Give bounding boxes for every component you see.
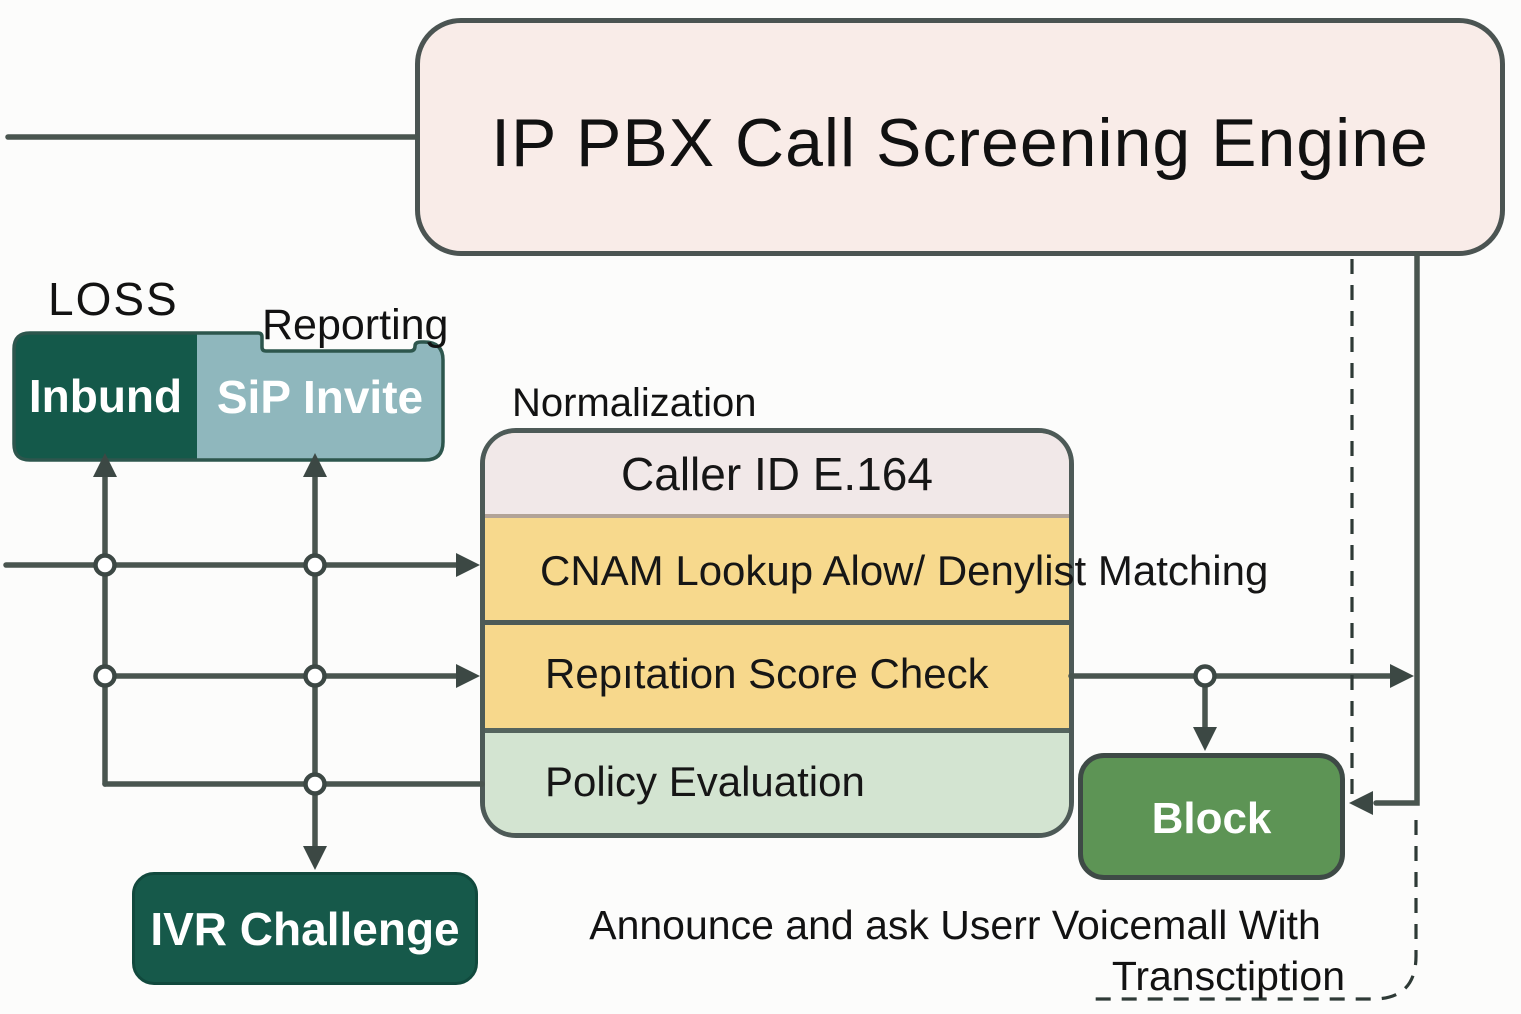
junction-node	[303, 553, 327, 577]
inbound-box-left-fill	[14, 333, 197, 460]
loss-label: LOSS	[48, 273, 179, 325]
arrow-right-cnam-icon	[456, 553, 480, 577]
junction-nodes	[93, 553, 1217, 796]
announce-note-line1: Announce and ask Userr Voicemall With	[589, 902, 1321, 948]
normalization-label: Normalization	[512, 381, 757, 425]
block-label: Block	[1151, 794, 1272, 843]
junction-node	[303, 772, 327, 796]
inbound-box-right-label: SiP Invite	[216, 371, 424, 423]
junction-node	[1193, 664, 1217, 688]
inbound-box-left-label: Inbund	[28, 370, 183, 422]
block-node	[1078, 753, 1345, 880]
inbound-sip-box	[12, 331, 445, 462]
inbound-box-right-fill	[197, 333, 443, 460]
junction-node	[303, 664, 327, 688]
arrow-left-block-icon	[1349, 791, 1373, 815]
arrowheads	[93, 453, 1414, 870]
arrow-up-inbound-left-icon	[93, 453, 117, 477]
caller-id-label: Caller ID E.164	[621, 448, 933, 500]
dashed-return-line	[1092, 820, 1418, 1001]
page-title: IP PBX Call Screening Engine	[491, 105, 1429, 181]
inbound-box-outline	[12, 331, 445, 462]
right-vertical-line	[1373, 251, 1420, 806]
arrow-right-reputation-icon	[456, 664, 480, 688]
engine-title-box	[415, 18, 1505, 256]
screening-steps-box	[480, 428, 1074, 838]
caller-id-row	[485, 433, 1069, 514]
arrow-right-to-vertical-icon	[1390, 664, 1414, 688]
reputation-score-label: Repıtation Score Check	[545, 650, 989, 697]
solid-connectors	[3, 134, 1420, 853]
cnam-lookup-row	[485, 514, 1069, 620]
arrow-down-ivr-icon	[303, 846, 327, 870]
announce-note-line2: Transctiption	[1111, 953, 1345, 999]
ivr-challenge-label: IVR Challenge	[150, 903, 460, 955]
ivr-challenge-node	[132, 872, 478, 985]
reputation-row	[485, 620, 1069, 728]
policy-row	[485, 728, 1069, 833]
arrow-down-block-icon	[1193, 727, 1217, 751]
junction-node	[93, 664, 117, 688]
cnam-lookup-label: CNAM Lookup Alow/ Denylist Matching	[540, 547, 1269, 594]
policy-evaluation-label: Policy Evaluation	[545, 758, 865, 805]
dashed-connectors	[1092, 259, 1418, 1001]
arrow-up-inbound-right-icon	[303, 453, 327, 477]
junction-node	[93, 553, 117, 577]
reporting-label: Reporting	[262, 301, 449, 349]
